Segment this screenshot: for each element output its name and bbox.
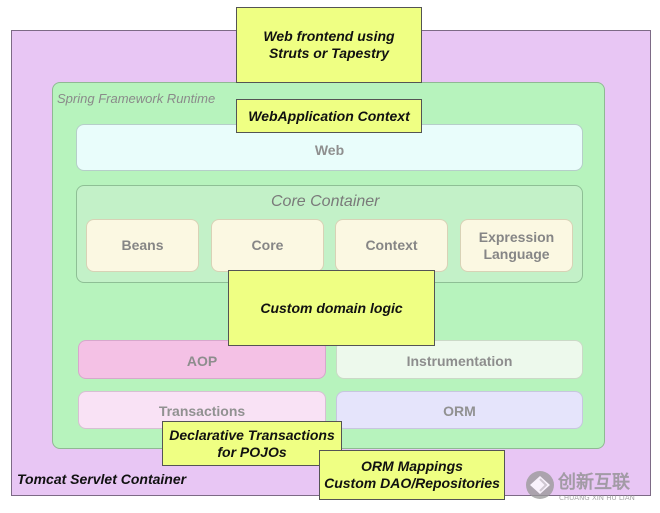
watermark-logo: 创新互联 CHUANG XIN HU LIAN (526, 471, 635, 502)
declarative-transactions-note: Declarative Transactions for POJOs (162, 421, 342, 466)
web-application-context-note: WebApplication Context (236, 99, 422, 133)
orm-mappings-note: ORM Mappings Custom DAO/Repositories (319, 450, 505, 500)
brand-logo-icon (526, 471, 554, 499)
declarative-transactions-line2: for POJOs (217, 443, 287, 460)
instrumentation-module: Instrumentation (336, 340, 583, 379)
core-container-title: Core Container (271, 193, 380, 210)
expression-language-module: Expression Language (460, 219, 573, 272)
web-frontend-note-line1: Web frontend using (263, 28, 395, 44)
spring-runtime-label: Spring Framework Runtime (57, 91, 216, 106)
context-module: Context (335, 219, 448, 272)
custom-domain-logic-note: Custom domain logic (228, 270, 435, 346)
orm-mappings-line2: Custom DAO/Repositories (324, 475, 500, 491)
tomcat-label: Tomcat Servlet Container (17, 471, 187, 487)
orm-module: ORM (336, 391, 583, 429)
core-module: Core (211, 219, 324, 272)
beans-module: Beans (86, 219, 199, 272)
orm-mappings-line1: ORM Mappings (361, 458, 463, 474)
declarative-transactions-line1: Declarative Transactions (169, 426, 335, 443)
web-frontend-note: Web frontend using Struts or Tapestry (236, 7, 422, 83)
web-application-context-text: WebApplication Context (248, 107, 410, 124)
custom-domain-logic-text: Custom domain logic (260, 299, 403, 316)
web-frontend-note-line2: Struts or Tapestry (268, 45, 390, 61)
brand-pinyin: CHUANG XIN HU LIAN (559, 494, 635, 502)
aop-module: AOP (78, 340, 326, 379)
brand-text: 创新互联 (557, 471, 630, 493)
